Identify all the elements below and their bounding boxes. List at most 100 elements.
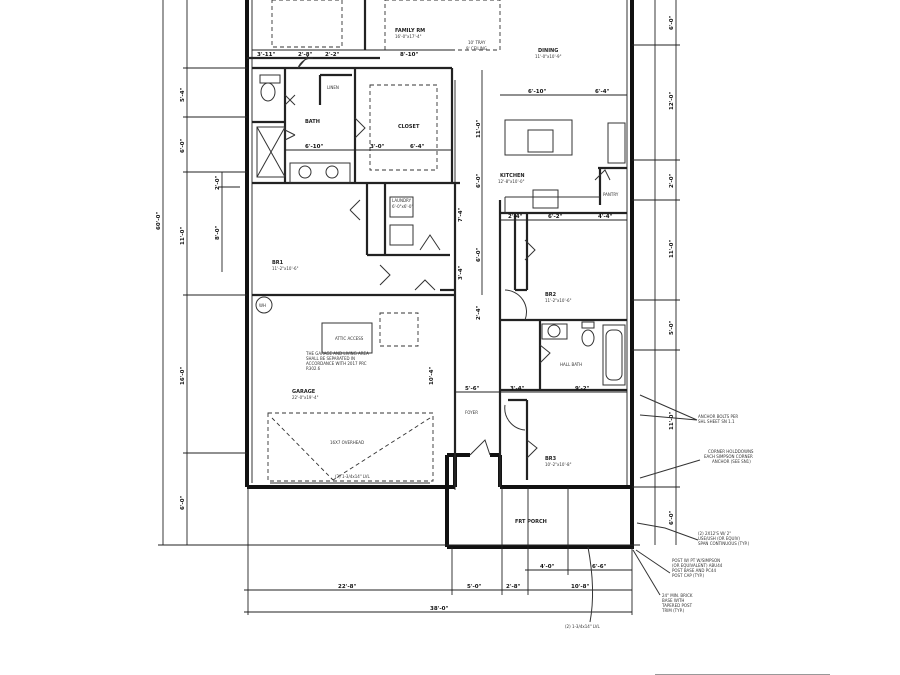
closet-label: CLOSET [398, 124, 420, 130]
dim-left-4: 6'-0" [180, 495, 186, 510]
laundry-label: LAUNDRY [392, 198, 412, 203]
garage-label: GARAGE [292, 389, 316, 395]
pantry-label: PANTRY [603, 192, 619, 197]
note-post-4: POST CAP (TYP.) [672, 573, 705, 578]
dim-vmid-1: 6'-0" [476, 173, 482, 188]
dim-int-2: 6'-10" [528, 89, 546, 95]
note-anchor-2: SHL SHEET SN 1.1 [698, 419, 735, 424]
garage-note-1: THE GARAGE AND LIVING AREA [305, 351, 369, 356]
garage-note-4: R302.6 [306, 366, 321, 371]
room-labels: FAMILY RM 16'-0"x17'-4" 10' TRAY 9' CEIL… [272, 28, 619, 525]
dim-int-5: 6'-2" [548, 214, 563, 220]
dim-porch-1: 6'-6" [592, 564, 607, 570]
bath-label: BATH [305, 119, 320, 125]
hall-bath-label: HALL BATH [560, 362, 582, 367]
note-post-2: (OR EQUIVALENT) ABU44 [672, 563, 723, 568]
dashed-outlines [267, 0, 501, 484]
dim-top-3: 8'-10" [400, 52, 418, 58]
dim-right-0: 6'-0" [669, 15, 675, 30]
br1-size: 11'-2"x10'-6" [272, 266, 299, 271]
dim-left-3: 16'-0" [180, 367, 186, 385]
kitchen-label: KITCHEN [500, 173, 525, 179]
note-post-1: POST W/ PT W/SIMPSON [672, 558, 720, 563]
note-holddown-1: CORNER HOLDDOWNS [708, 449, 754, 454]
note-brick-4: TRIM (TYP.) [661, 608, 685, 613]
br3-size: 10'-2"x10'-8" [545, 462, 572, 467]
linen-label: LINEN [327, 85, 339, 90]
dim-vmid-4: 3'-4" [458, 265, 464, 280]
dimension-lines [158, 0, 830, 675]
dim-int-7: 2'-4" [508, 214, 523, 220]
garage-note-2: SHALL BE SEPARATED IN [306, 356, 355, 361]
dim-int-4: 6'-4" [595, 89, 610, 95]
note-brick-2: BASE WITH [662, 598, 684, 603]
note-beam-1: (2) 2X12'S W/ 2" [698, 531, 731, 536]
note-anchor-1: ANCHOR BOLTS PER [698, 414, 738, 419]
foyer-label: FOYER [465, 410, 478, 415]
dim-left-1: 6'-0" [180, 138, 186, 153]
dim-porch-0: 4'-0" [540, 564, 555, 570]
dim-vmid-0: 11'-0" [476, 120, 482, 138]
dining-size: 11'-0"x10'-9" [535, 54, 562, 59]
dim-overall-depth: 60'-0" [156, 212, 162, 230]
garage-note-3: ACCORDANCE WITH 2017 PRC [306, 361, 367, 366]
dim-int-3: 3'-0" [370, 144, 385, 150]
dim-vmid-6: 10'-4" [429, 367, 435, 385]
family-room-label: FAMILY RM [395, 28, 425, 34]
dim-right-1: 12'-0" [669, 92, 675, 110]
dim-int-1: 6'-4" [410, 144, 425, 150]
dim-right-4: 5'-0" [669, 320, 675, 335]
dim-vmid-5: 2'-4" [476, 305, 482, 320]
dim-top-0: 3'-11" [257, 52, 275, 58]
kitchen-size: 12'-8"x10'-0" [498, 179, 525, 184]
dim-top-2: 2'-2" [325, 52, 340, 58]
exterior-walls [245, 0, 634, 549]
note-brick-1: 24" MIN. BRICK [662, 593, 693, 598]
garage-size: 22'-0"x19'-4" [292, 395, 319, 400]
dim-overall-width: 38'-0" [430, 606, 448, 612]
wh-label: WH [259, 303, 266, 308]
note-header-lvl: (2) 1-3/4x14" LVL [565, 624, 600, 629]
dim-left-inner-1: 8'-0" [215, 225, 221, 240]
dim-top-1: 2'-8" [298, 52, 313, 58]
ceiling-note: 9' CEILING [466, 46, 487, 51]
dim-int-0: 6'-10" [305, 144, 323, 150]
dining-label: DINING [538, 48, 558, 54]
dimension-labels: 60'-0" 5'-4" 6'-0" 11'-0" 16'-0" 6'-0" 2… [156, 15, 675, 612]
note-post-3: POST BASE AND PC44 [672, 568, 716, 573]
tray-note: 10' TRAY [468, 40, 486, 45]
dim-int-6: 4'-4" [598, 214, 613, 220]
dim-bottom-0: 22'-8" [338, 584, 356, 590]
dim-int-10: 3'-4" [510, 386, 525, 392]
note-beam-3: SPAN CONTINUOUS (TYP.) [698, 541, 750, 546]
laundry-size: 6'-0"x6'-0" [392, 204, 413, 209]
note-brick-3: TAPERED POST [661, 603, 693, 608]
dim-left-2: 11'-0" [180, 227, 186, 245]
dim-vmid-3: 6'-0" [476, 247, 482, 262]
br2-label: BR2 [545, 292, 557, 298]
annotations: ANCHOR BOLTS PER SHL SHEET SN 1.1 CORNER… [565, 394, 754, 629]
br2-size: 11'-2"x10'-6" [545, 298, 572, 303]
fixtures: WH [255, 74, 626, 386]
dim-vmid-2: 7'-4" [458, 207, 464, 222]
dim-int-9: 5'-6" [465, 386, 480, 392]
garage-header-label: (2) 1-3/4x14" LVL [335, 474, 370, 479]
note-holddown-3: ANCHOR (SEE SN1) [712, 459, 751, 464]
attic-access-label: ATTIC ACCESS [335, 336, 364, 341]
dim-left-0: 5'-4" [180, 87, 186, 102]
dim-int-8: 9'-2" [575, 386, 590, 392]
dim-bottom-1: 5'-0" [467, 584, 482, 590]
br1-label: BR1 [272, 260, 284, 266]
family-room-size: 16'-0"x17'-4" [395, 34, 422, 39]
note-beam-2: USE/USH (OR EQUIV) [698, 536, 740, 541]
dim-right-2: 2'-0" [669, 173, 675, 188]
dim-left-inner-0: 2'-0" [215, 175, 221, 190]
dim-bottom-2: 2'-8" [506, 584, 521, 590]
dim-right-6: 6'-0" [669, 510, 675, 525]
br3-label: BR3 [545, 456, 557, 462]
dim-right-3: 11'-0" [669, 240, 675, 258]
dim-right-5: 11'-0" [669, 412, 675, 430]
interior-walls [247, 0, 627, 487]
note-holddown-2: EACH SIMPSON CORNER [704, 454, 753, 459]
